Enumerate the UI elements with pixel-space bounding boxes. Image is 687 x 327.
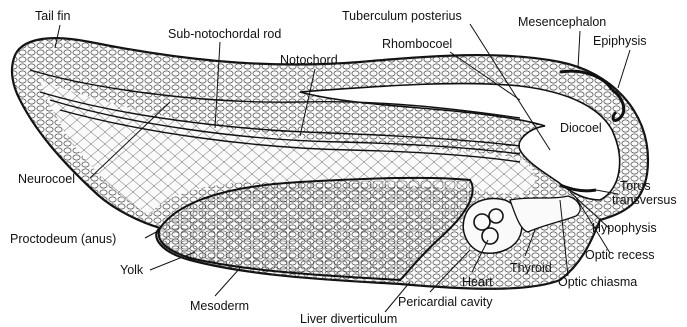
- label-diocoel: Diocoel: [560, 121, 602, 135]
- label-sub-notochordal-rod: Sub-notochordal rod: [168, 27, 281, 41]
- leader-epiphysis: [618, 50, 630, 88]
- label-transversus: transversus: [612, 193, 677, 207]
- label-tail-fin: Tail fin: [35, 9, 70, 23]
- leader-mesencephalon: [578, 31, 580, 68]
- label-optic-chiasma: Optic chiasma: [558, 275, 637, 289]
- label-heart: Heart: [462, 275, 493, 289]
- label-mesoderm: Mesoderm: [190, 299, 249, 313]
- label-torus: Torus: [620, 179, 651, 193]
- label-pericardial-cavity: Pericardial cavity: [398, 295, 493, 309]
- label-yolk: Yolk: [120, 263, 144, 277]
- label-proctodeum: Proctodeum (anus): [10, 232, 116, 246]
- leader-mesoderm: [215, 268, 240, 296]
- label-liver-diverticulum: Liver diverticulum: [300, 312, 397, 326]
- label-optic-recess: Optic recess: [585, 248, 654, 262]
- label-neurocoel: Neurocoel: [18, 172, 75, 186]
- label-mesencephalon: Mesencephalon: [518, 15, 606, 29]
- label-tuberculum-posterius: Tuberculum posterius: [342, 9, 462, 23]
- label-rhombocoel: Rhombocoel: [382, 37, 452, 51]
- label-epiphysis: Epiphysis: [593, 34, 647, 48]
- label-thyroid: Thyroid: [510, 261, 552, 275]
- label-notochord: Notochord: [280, 53, 338, 67]
- label-hypophysis: Hypophysis: [592, 221, 657, 235]
